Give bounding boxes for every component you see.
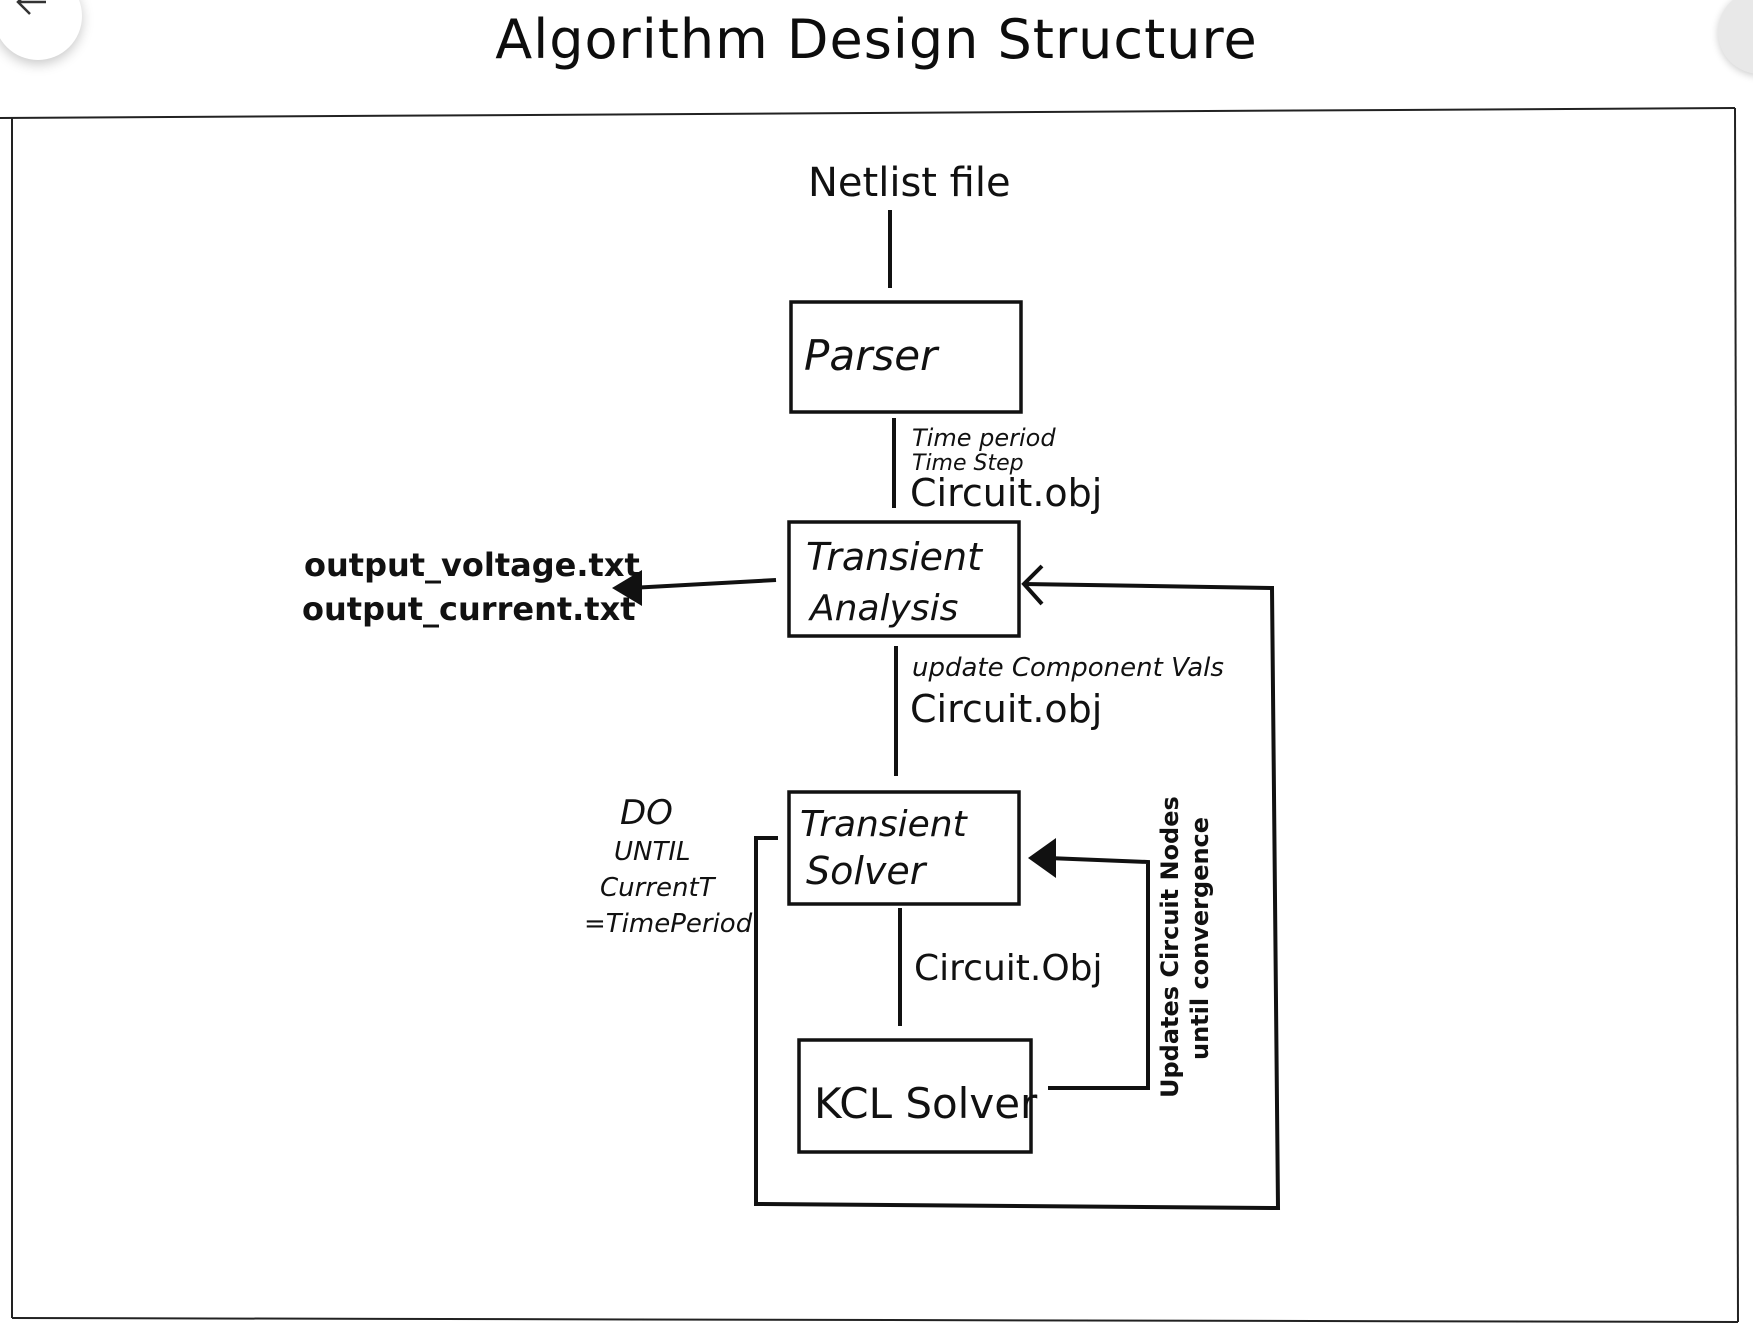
edge-label-circuit-obj-3: Circuit.Obj xyxy=(914,948,1103,989)
netlist-file-label: Netlist file xyxy=(808,160,1011,206)
kcl-feedback-label-2: until convergence xyxy=(1186,817,1214,1060)
back-arrow-icon xyxy=(16,0,46,15)
loop-until-label: UNTIL xyxy=(614,837,691,867)
edge-label-update-component-vals: update Component Vals xyxy=(912,653,1224,683)
kcl-feedback-label-1: Updates Circuit Nodes xyxy=(1156,796,1184,1098)
output-voltage-label: output_voltage.txt xyxy=(304,546,640,584)
transient-solver-node: Transient Solver xyxy=(787,790,1021,906)
edge-label-time-step: Time Step xyxy=(912,451,1024,476)
edge-label-circuit-obj-1: Circuit.obj xyxy=(910,471,1102,515)
loop-currentt-label: CurrentT xyxy=(600,873,717,903)
edge-label-time-period: Time period xyxy=(912,424,1056,452)
transient-analysis-label-1: Transient xyxy=(806,535,984,579)
loop-do-label: DO xyxy=(620,793,673,833)
parser-label: Parser xyxy=(804,331,940,380)
diagram-title: Algorithm Design Structure xyxy=(495,8,1258,71)
transient-solver-label-1: Transient xyxy=(800,804,969,845)
transient-solver-label-2: Solver xyxy=(806,849,928,893)
transient-analysis-node: Transient Analysis xyxy=(787,520,1021,638)
kcl-solver-node: KCL Solver xyxy=(797,1038,1038,1154)
edge-label-circuit-obj-2: Circuit.obj xyxy=(910,687,1102,731)
parser-node: Parser xyxy=(789,300,1023,414)
transient-analysis-label-2: Analysis xyxy=(808,588,958,629)
back-button[interactable] xyxy=(0,0,82,60)
loop-timeperiod-label: =TimePeriod xyxy=(584,909,753,939)
kcl-solver-label: KCL Solver xyxy=(814,1079,1038,1128)
output-current-label: output_current.txt xyxy=(302,590,636,628)
